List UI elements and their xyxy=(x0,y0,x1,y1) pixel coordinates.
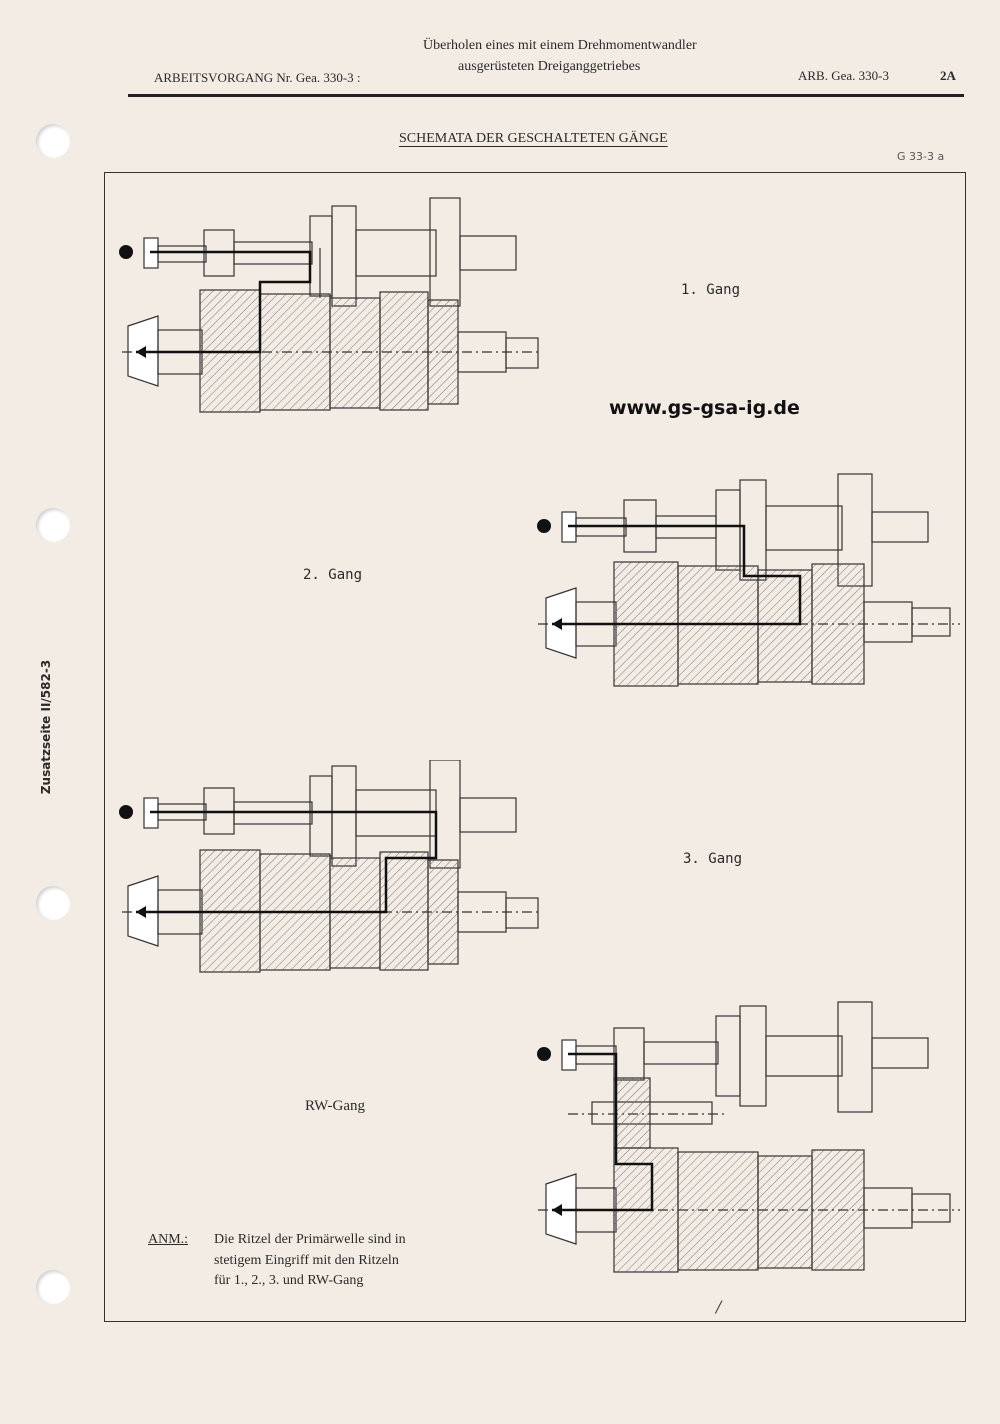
side-label: Zusatzseite II/582-3 xyxy=(39,659,53,795)
gear-label-1: 1. Gang xyxy=(681,282,741,298)
header-rule xyxy=(128,94,964,97)
punch-hole-bottom xyxy=(36,1270,70,1304)
header-page-number: 2A xyxy=(940,68,956,83)
gearbox-diagram-reverse xyxy=(537,1001,960,1273)
header-right: ARB. Gea. 330-3 xyxy=(798,68,889,83)
punch-hole-top xyxy=(36,124,70,158)
header-center-line2: ausgerüsteten Dreiganggetriebes xyxy=(458,59,641,74)
gear-label-2: 2. Gang xyxy=(303,567,363,583)
header-left: ARBEITSVORGANG Nr. Gea. 330-3 : xyxy=(154,70,361,85)
scribble-mark: / xyxy=(716,1297,722,1316)
note-line-2: stetigem Eingriff mit den Ritzeln xyxy=(214,1253,399,1268)
gear-label-rw: RW-Gang xyxy=(305,1098,365,1114)
website-label: www.gs-gsa-ig.de xyxy=(609,397,800,419)
figure-reference: G 33-3 a xyxy=(897,150,945,163)
punch-hole-middle xyxy=(36,508,70,542)
section-title: SCHEMATA DER GESCHALTETEN GÄNGE xyxy=(399,131,668,146)
gearbox-diagram-2nd xyxy=(537,473,960,687)
note-line-1: Die Ritzel der Primärwelle sind in xyxy=(214,1232,406,1247)
note-line-3: für 1., 2., 3. und RW-Gang xyxy=(214,1273,364,1288)
punch-hole-lower xyxy=(36,886,70,920)
diagram-frame xyxy=(104,172,966,1322)
gearbox-diagram-3rd xyxy=(119,760,542,973)
gear-label-3: 3. Gang xyxy=(683,851,743,867)
header-center-line1: Überholen eines mit einem Drehmomentwand… xyxy=(423,38,697,53)
note-label: ANM.: xyxy=(148,1232,189,1247)
gearbox-diagram-1st xyxy=(119,197,542,413)
